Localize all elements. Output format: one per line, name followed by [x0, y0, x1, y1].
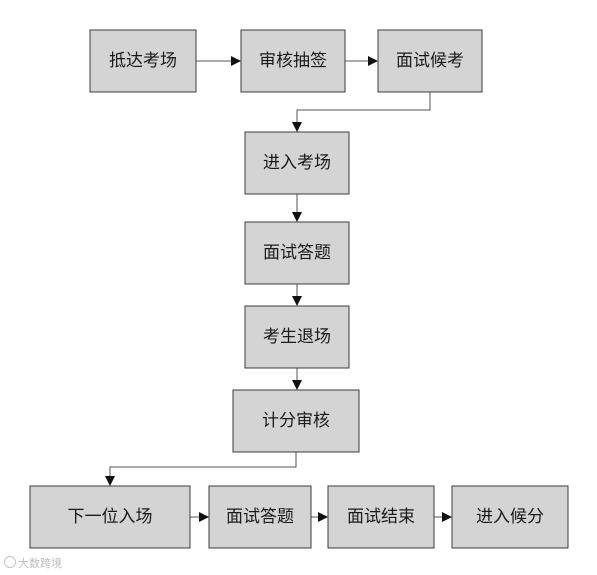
node-label: 面试答题: [263, 243, 331, 263]
edge-n1-n2: [196, 56, 241, 66]
watermark-text: 大数跨境: [18, 557, 62, 570]
node-label: 进入候分: [476, 507, 544, 527]
node-box: [240, 29, 346, 93]
edge-n10-n11: [434, 512, 452, 522]
arrowhead: [442, 512, 452, 522]
edge-n8-n9: [190, 512, 209, 522]
node-n6: 考生退场: [244, 305, 350, 369]
node-box: [232, 389, 360, 453]
node-label: 考生退场: [263, 327, 331, 347]
node-n8: 下一位入场: [29, 485, 191, 549]
arrowhead: [318, 512, 328, 522]
arrowhead: [292, 122, 302, 132]
edge-n5-n6: [292, 284, 302, 306]
connector-line: [109, 452, 297, 477]
node-label: 下一位入场: [68, 507, 153, 527]
arrowhead: [199, 512, 209, 522]
node-n4: 进入考场: [244, 131, 350, 195]
node-label: 进入考场: [263, 153, 331, 173]
edges-layer: [105, 56, 452, 522]
node-box: [244, 305, 350, 369]
arrowhead: [368, 56, 378, 66]
node-box: [244, 131, 350, 195]
node-label: 审核抽签: [259, 51, 327, 71]
node-n9: 面试答题: [208, 485, 312, 549]
arrowhead: [105, 476, 115, 486]
node-box: [208, 485, 312, 549]
node-box: [377, 29, 483, 93]
arrowhead: [292, 296, 302, 306]
arrowhead: [292, 380, 302, 390]
node-n10: 面试结束: [327, 485, 435, 549]
node-label: 抵达考场: [109, 51, 177, 71]
arrowhead: [292, 212, 302, 222]
node-n11: 进入候分: [451, 485, 569, 549]
node-label: 计分审核: [262, 411, 330, 431]
watermark: 大数跨境: [4, 556, 62, 571]
node-label: 面试结束: [347, 507, 415, 527]
node-box: [451, 485, 569, 549]
nodes-layer: 抵达考场审核抽签面试候考进入考场面试答题考生退场计分审核下一位入场面试答题面试结…: [29, 29, 569, 549]
connector-line: [296, 92, 431, 123]
node-label: 面试答题: [226, 507, 294, 527]
edge-n9-n10: [311, 512, 328, 522]
node-n3: 面试候考: [377, 29, 483, 93]
node-label: 面试候考: [396, 51, 464, 71]
watermark-logo-icon: [4, 556, 16, 568]
node-box: [29, 485, 191, 549]
node-box: [89, 29, 197, 93]
node-n2: 审核抽签: [240, 29, 346, 93]
edge-n2-n3: [345, 56, 378, 66]
edge-n4-n5: [292, 194, 302, 222]
node-n5: 面试答题: [244, 221, 350, 285]
arrowhead: [231, 56, 241, 66]
node-n1: 抵达考场: [89, 29, 197, 93]
node-box: [244, 221, 350, 285]
node-box: [327, 485, 435, 549]
edge-n6-n7: [292, 368, 302, 390]
edge-n3-n4: [292, 92, 431, 132]
edge-n7-n8: [105, 452, 297, 486]
node-n7: 计分审核: [232, 389, 360, 453]
